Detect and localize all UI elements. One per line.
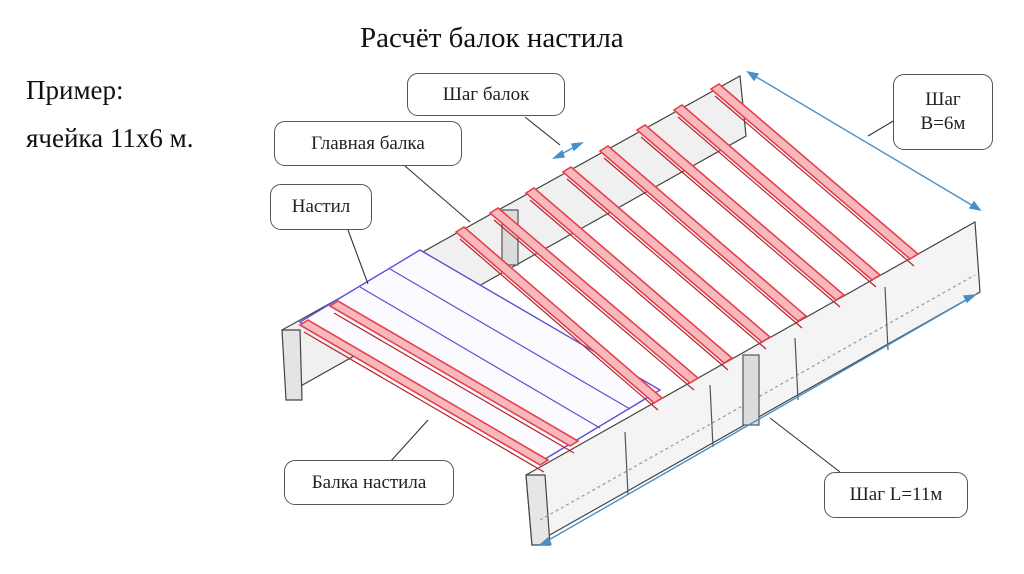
deck-beam-2 bbox=[328, 300, 580, 447]
callout-beam-step: Шаг балок bbox=[407, 73, 565, 116]
callout-step-b-line1: Шаг bbox=[925, 89, 961, 110]
deck-beams bbox=[298, 83, 920, 466]
deck-beam-3 bbox=[454, 226, 664, 404]
callout-deck-beam: Балка настила bbox=[284, 460, 454, 505]
callout-main-beam: Главная балка bbox=[274, 121, 462, 166]
deck-beam-6 bbox=[561, 166, 772, 343]
callout-step-l: Шаг L=11м bbox=[824, 472, 968, 518]
callout-decking: Настил bbox=[270, 184, 372, 230]
deck-beam-7 bbox=[598, 145, 808, 322]
deck-beam-1 bbox=[298, 319, 550, 466]
example-text: Пример: ячейка 11х6 м. bbox=[26, 66, 193, 162]
example-cell-size: ячейка 11х6 м. bbox=[26, 123, 194, 153]
deck-beam-9 bbox=[672, 104, 882, 281]
example-label: Пример: bbox=[26, 75, 124, 105]
callout-step-b-line2: B=6м bbox=[920, 113, 966, 134]
deck-beam-10 bbox=[709, 83, 920, 260]
callout-step-b: Шаг B=6м bbox=[893, 74, 993, 150]
deck-beam-5 bbox=[524, 187, 734, 364]
deck-beam-4 bbox=[488, 207, 700, 384]
callout-leaders bbox=[347, 116, 896, 473]
page-title: Расчёт балок настила bbox=[360, 22, 624, 54]
dimension-lines bbox=[537, 70, 982, 546]
deck-beam-8 bbox=[635, 124, 846, 301]
dimension-l bbox=[539, 294, 976, 546]
dimension-b bbox=[747, 71, 981, 211]
deck-beam-flanges bbox=[303, 95, 915, 473]
